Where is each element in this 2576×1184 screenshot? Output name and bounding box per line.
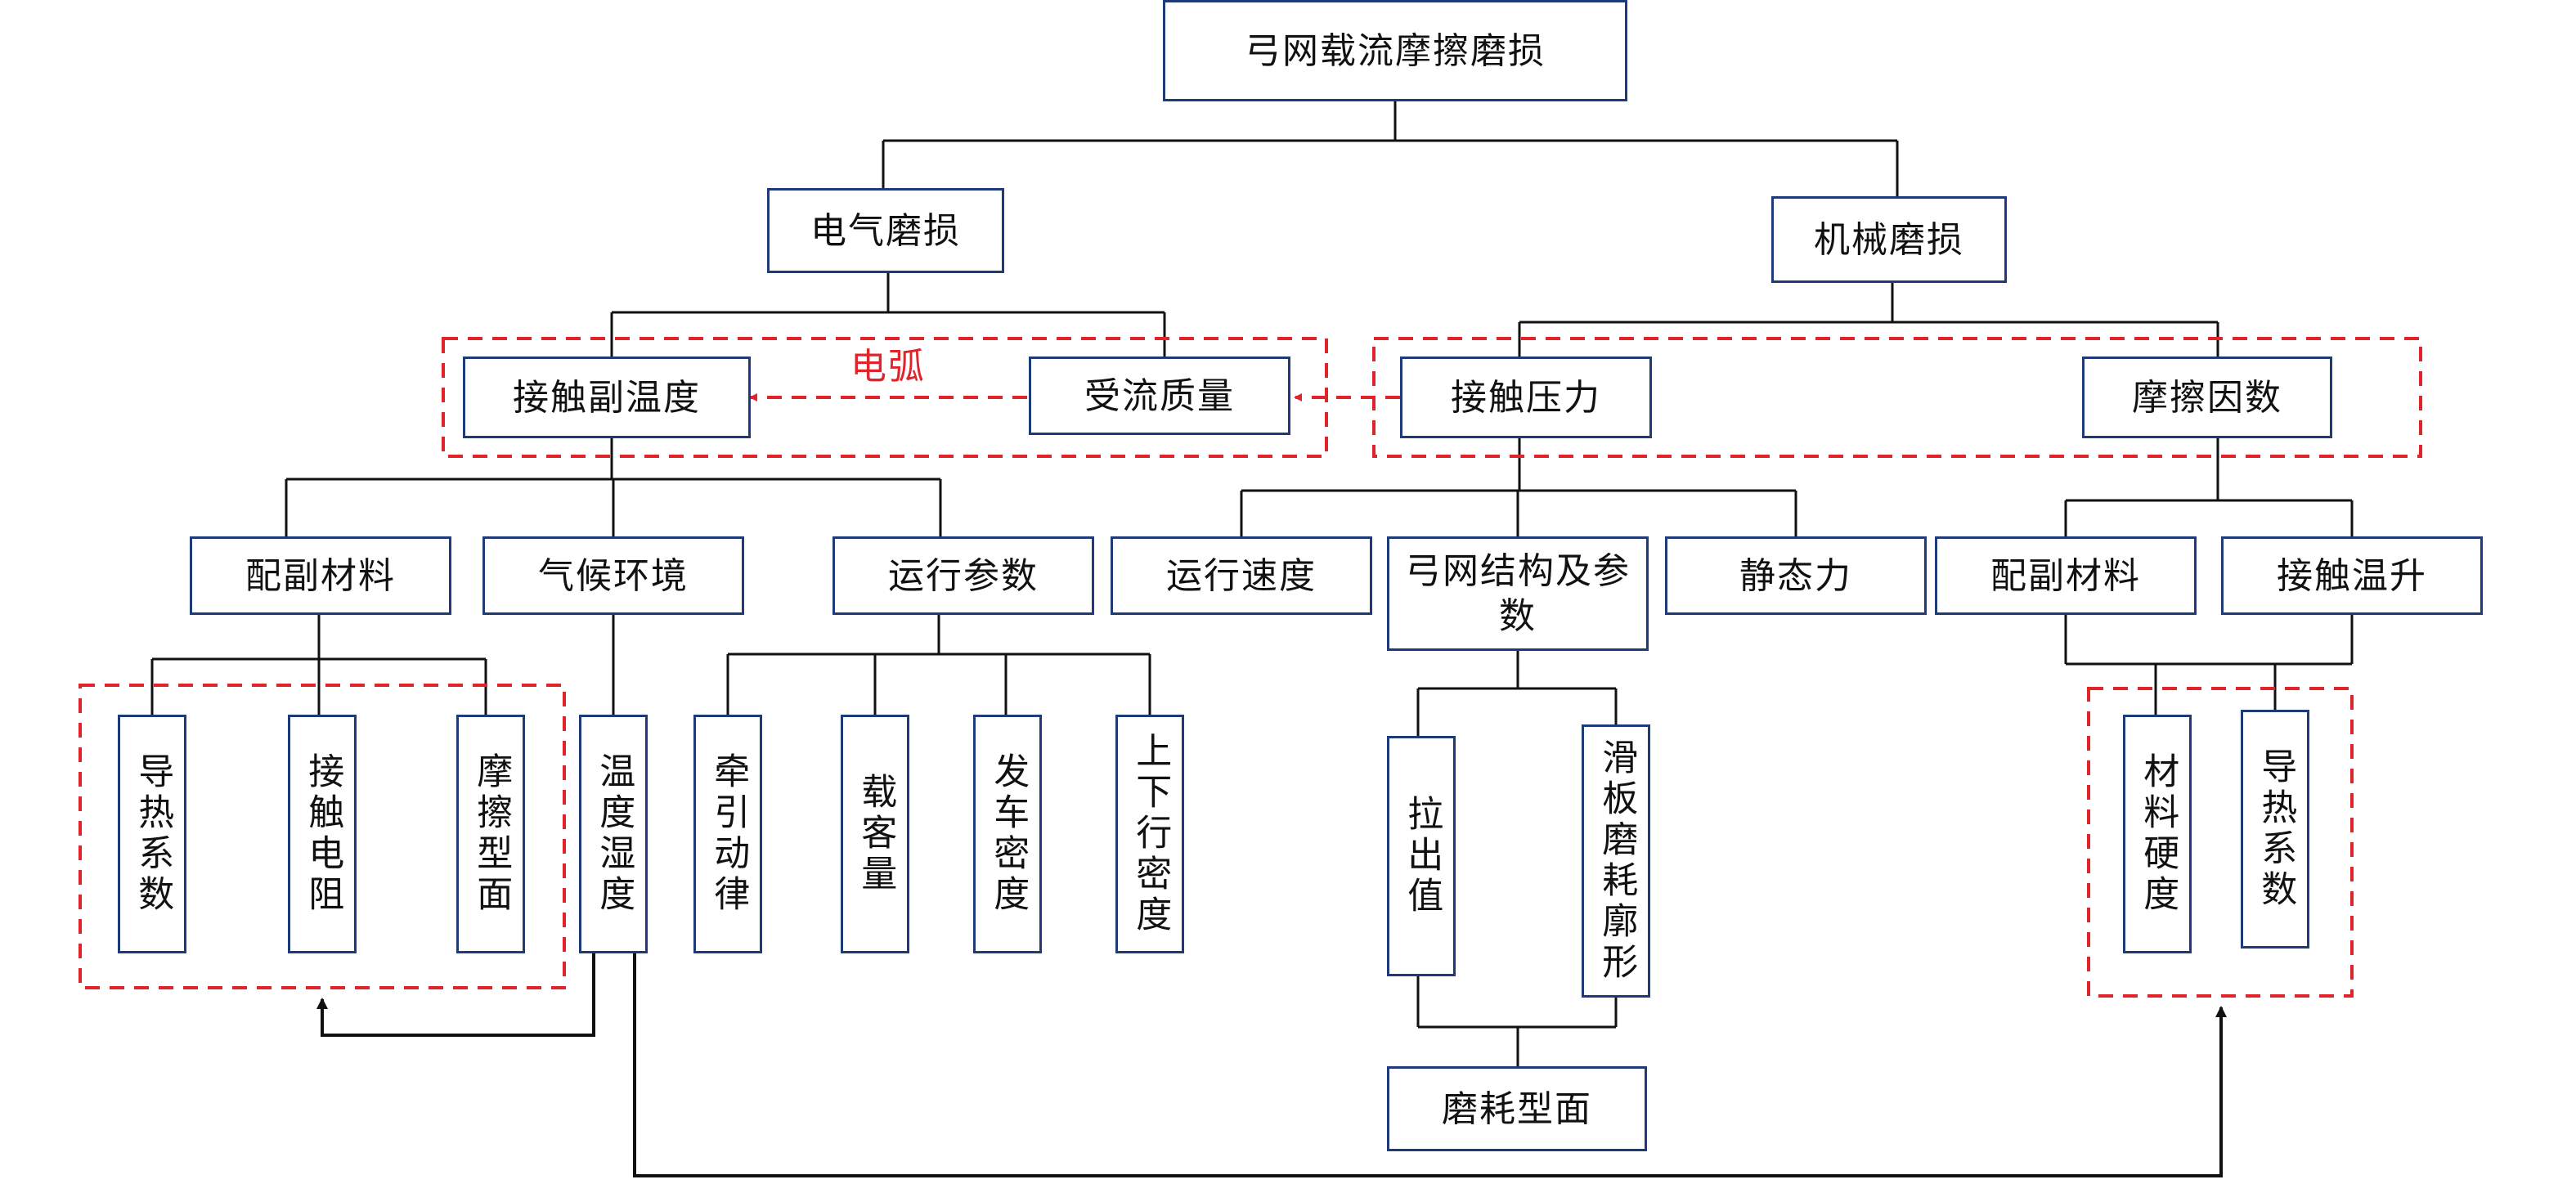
arc-label: 电弧 [850,346,926,388]
climate-environment-node: 气候环境 [482,536,744,615]
current-quality-node: 受流质量 [1029,357,1290,435]
contact-resistance-node: 接触电阻 [288,715,357,953]
thermal-coefficient-right-node: 导热系数 [2241,710,2309,949]
static-force-node: 静态力 [1665,536,1927,615]
tree-connectors [150,101,2354,1066]
contact-pressure-node: 接触压力 [1400,357,1652,438]
departure-density-node: 发车密度 [973,715,1042,953]
material-hardness-node: 材料硬度 [2123,715,2192,953]
slide-wear-profile-node: 滑板磨耗廓形 [1582,724,1650,998]
contact-temperature-node: 接触副温度 [463,357,751,438]
passenger-load-node: 载客量 [841,715,909,953]
pair-material-left-node: 配副材料 [190,536,451,615]
traction-law-node: 牵引动律 [693,715,762,953]
running-speed-node: 运行速度 [1111,536,1372,615]
electrical-wear-node: 电气磨损 [767,188,1004,273]
dashed-groups [79,337,2422,998]
structure-parameters-node: 弓网结构及参数 [1387,536,1649,651]
feedback-arrows [316,953,2227,1177]
mechanical-wear-node: 机械磨损 [1771,196,2007,283]
updown-density-node: 上下行密度 [1115,715,1184,953]
wear-profile-node: 磨耗型面 [1387,1066,1647,1151]
root-node: 弓网载流摩擦磨损 [1163,0,1627,101]
operation-parameters-node: 运行参数 [832,536,1094,615]
contact-temperature-rise-node: 接触温升 [2221,536,2483,615]
pair-material-right-node: 配副材料 [1935,536,2197,615]
temperature-humidity-node: 温度湿度 [579,715,648,953]
thermal-coefficient-left-node: 导热系数 [118,715,186,953]
friction-factor-node: 摩擦因数 [2082,357,2332,438]
friction-profile-node: 摩擦型面 [456,715,525,953]
stagger-node: 拉出值 [1387,736,1456,976]
